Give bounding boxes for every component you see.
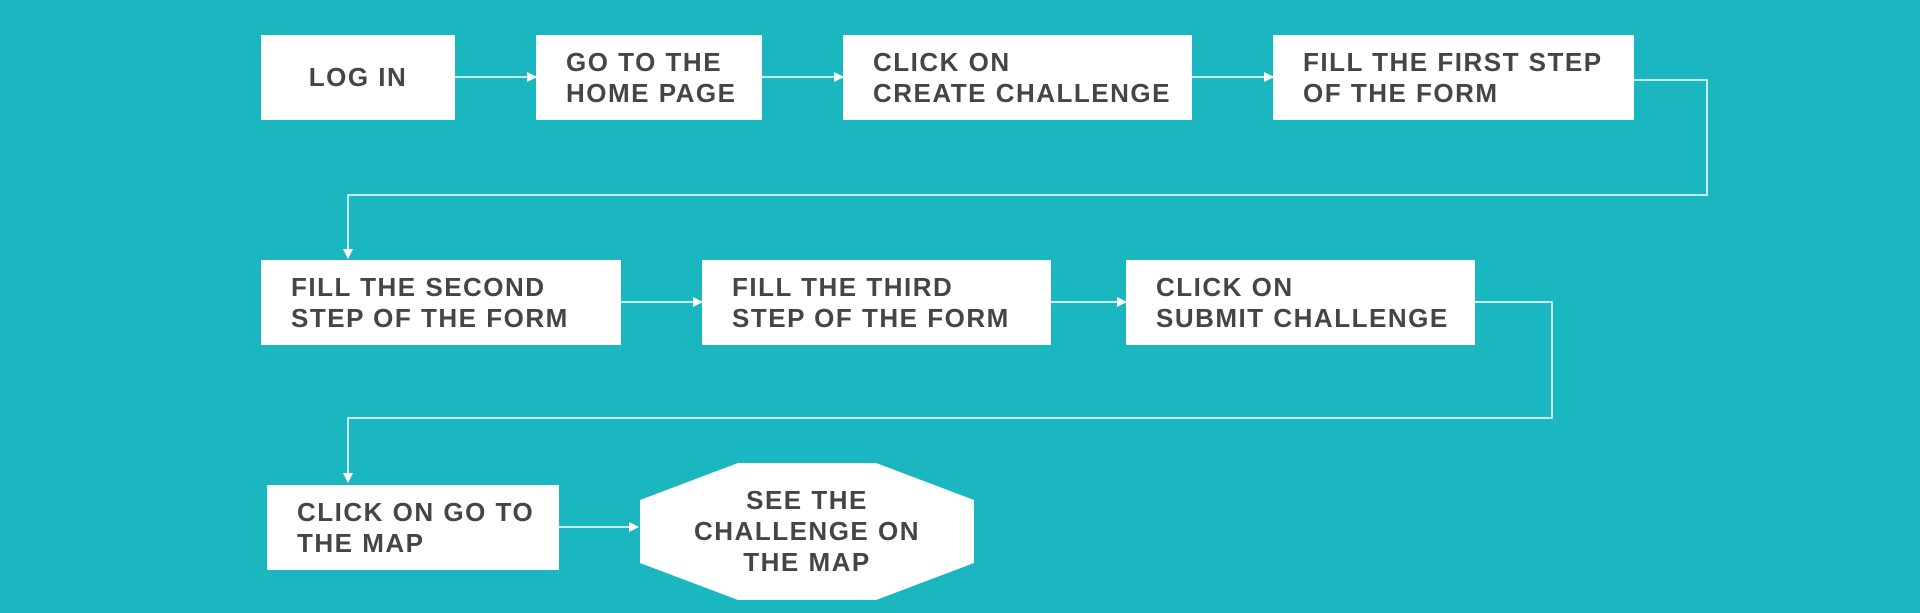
step-fill-third-form-step: FILL THE THIRD STEP OF THE FORM <box>702 260 1051 345</box>
step-fill-second-form-step: FILL THE SECOND STEP OF THE FORM <box>261 260 621 345</box>
step-submit-challenge: CLICK ON SUBMIT CHALLENGE <box>1126 260 1475 345</box>
end-see-challenge-on-map-line-3: THE MAP <box>743 547 871 577</box>
step-fill-first-form-step-line-1: FILL THE FIRST STEP <box>1303 46 1603 77</box>
step-go-to-home-page: GO TO THE HOME PAGE <box>536 35 762 120</box>
step-fill-third-form-step-line-1: FILL THE THIRD <box>732 271 954 302</box>
step-go-to-map: CLICK ON GO TO THE MAP <box>267 485 559 570</box>
step-go-to-home-page-line-2: HOME PAGE <box>566 77 737 108</box>
end-see-challenge-on-map: SEE THE CHALLENGE ON THE MAP <box>640 463 974 600</box>
step-go-to-map-line-1: CLICK ON GO TO <box>297 496 535 527</box>
step-submit-challenge-line-2: SUBMIT CHALLENGE <box>1156 302 1449 333</box>
step-create-challenge-line-2: CREATE CHALLENGE <box>873 77 1171 108</box>
end-octagon-shape <box>640 463 974 600</box>
step-create-challenge-line-1: CLICK ON <box>873 46 1011 77</box>
step-go-to-home-page-line-1: GO TO THE <box>566 46 723 77</box>
connector-submit-challenge-to-go-to-map <box>343 301 1553 483</box>
step-fill-first-form-step-line-2: OF THE FORM <box>1303 77 1499 108</box>
end-see-challenge-on-map-line-1: SEE THE <box>746 485 868 515</box>
step-log-in-line-1: LOG IN <box>308 62 408 92</box>
step-fill-third-form-step-line-2: STEP OF THE FORM <box>732 302 1010 333</box>
step-fill-second-form-step-line-2: STEP OF THE FORM <box>291 302 569 333</box>
step-fill-second-form-step-line-1: FILL THE SECOND <box>291 271 546 302</box>
connector-form-step-1-to-form-step-2 <box>343 79 1708 259</box>
step-create-challenge: CLICK ON CREATE CHALLENGE <box>843 35 1192 120</box>
end-see-challenge-on-map-line-2: CHALLENGE ON <box>694 516 920 546</box>
step-go-to-map-line-2: THE MAP <box>297 527 425 558</box>
step-fill-first-form-step: FILL THE FIRST STEP OF THE FORM <box>1273 35 1634 120</box>
step-submit-challenge-line-1: CLICK ON <box>1156 271 1294 302</box>
step-log-in: LOG IN <box>261 35 455 120</box>
